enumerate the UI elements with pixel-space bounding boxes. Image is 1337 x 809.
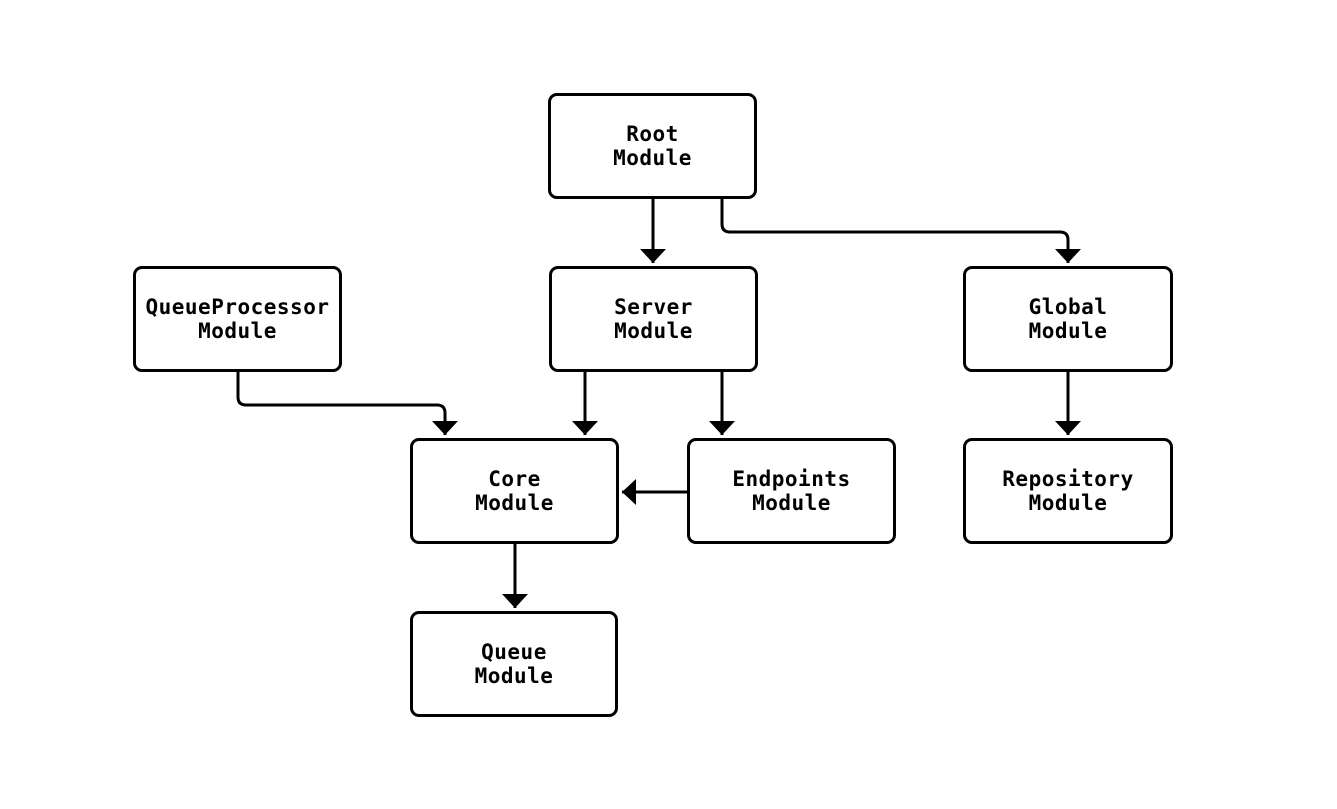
- node-label: Root Module: [613, 122, 692, 170]
- node-global-module: Global Module: [963, 266, 1173, 372]
- node-queue-module: Queue Module: [410, 611, 618, 717]
- node-label: Server Module: [614, 295, 693, 343]
- node-label: QueueProcessor Module: [145, 295, 330, 343]
- node-label: Endpoints Module: [732, 467, 851, 515]
- node-root-module: Root Module: [548, 93, 757, 199]
- edge-root-module-to-global-module: [720, 198, 1081, 263]
- edge-queueprocessor-module-to-core-module: [236, 372, 458, 435]
- node-label: Queue Module: [474, 640, 554, 688]
- node-endpoints-module: Endpoints Module: [687, 438, 896, 544]
- node-label: Core Module: [475, 467, 554, 515]
- node-server-module: Server Module: [549, 266, 758, 372]
- node-core-module: Core Module: [410, 438, 619, 544]
- node-queueprocessor-module: QueueProcessor Module: [133, 266, 342, 372]
- node-label: Global Module: [1028, 295, 1108, 343]
- node-repository-module: Repository Module: [963, 438, 1173, 544]
- node-label: Repository Module: [1002, 467, 1134, 515]
